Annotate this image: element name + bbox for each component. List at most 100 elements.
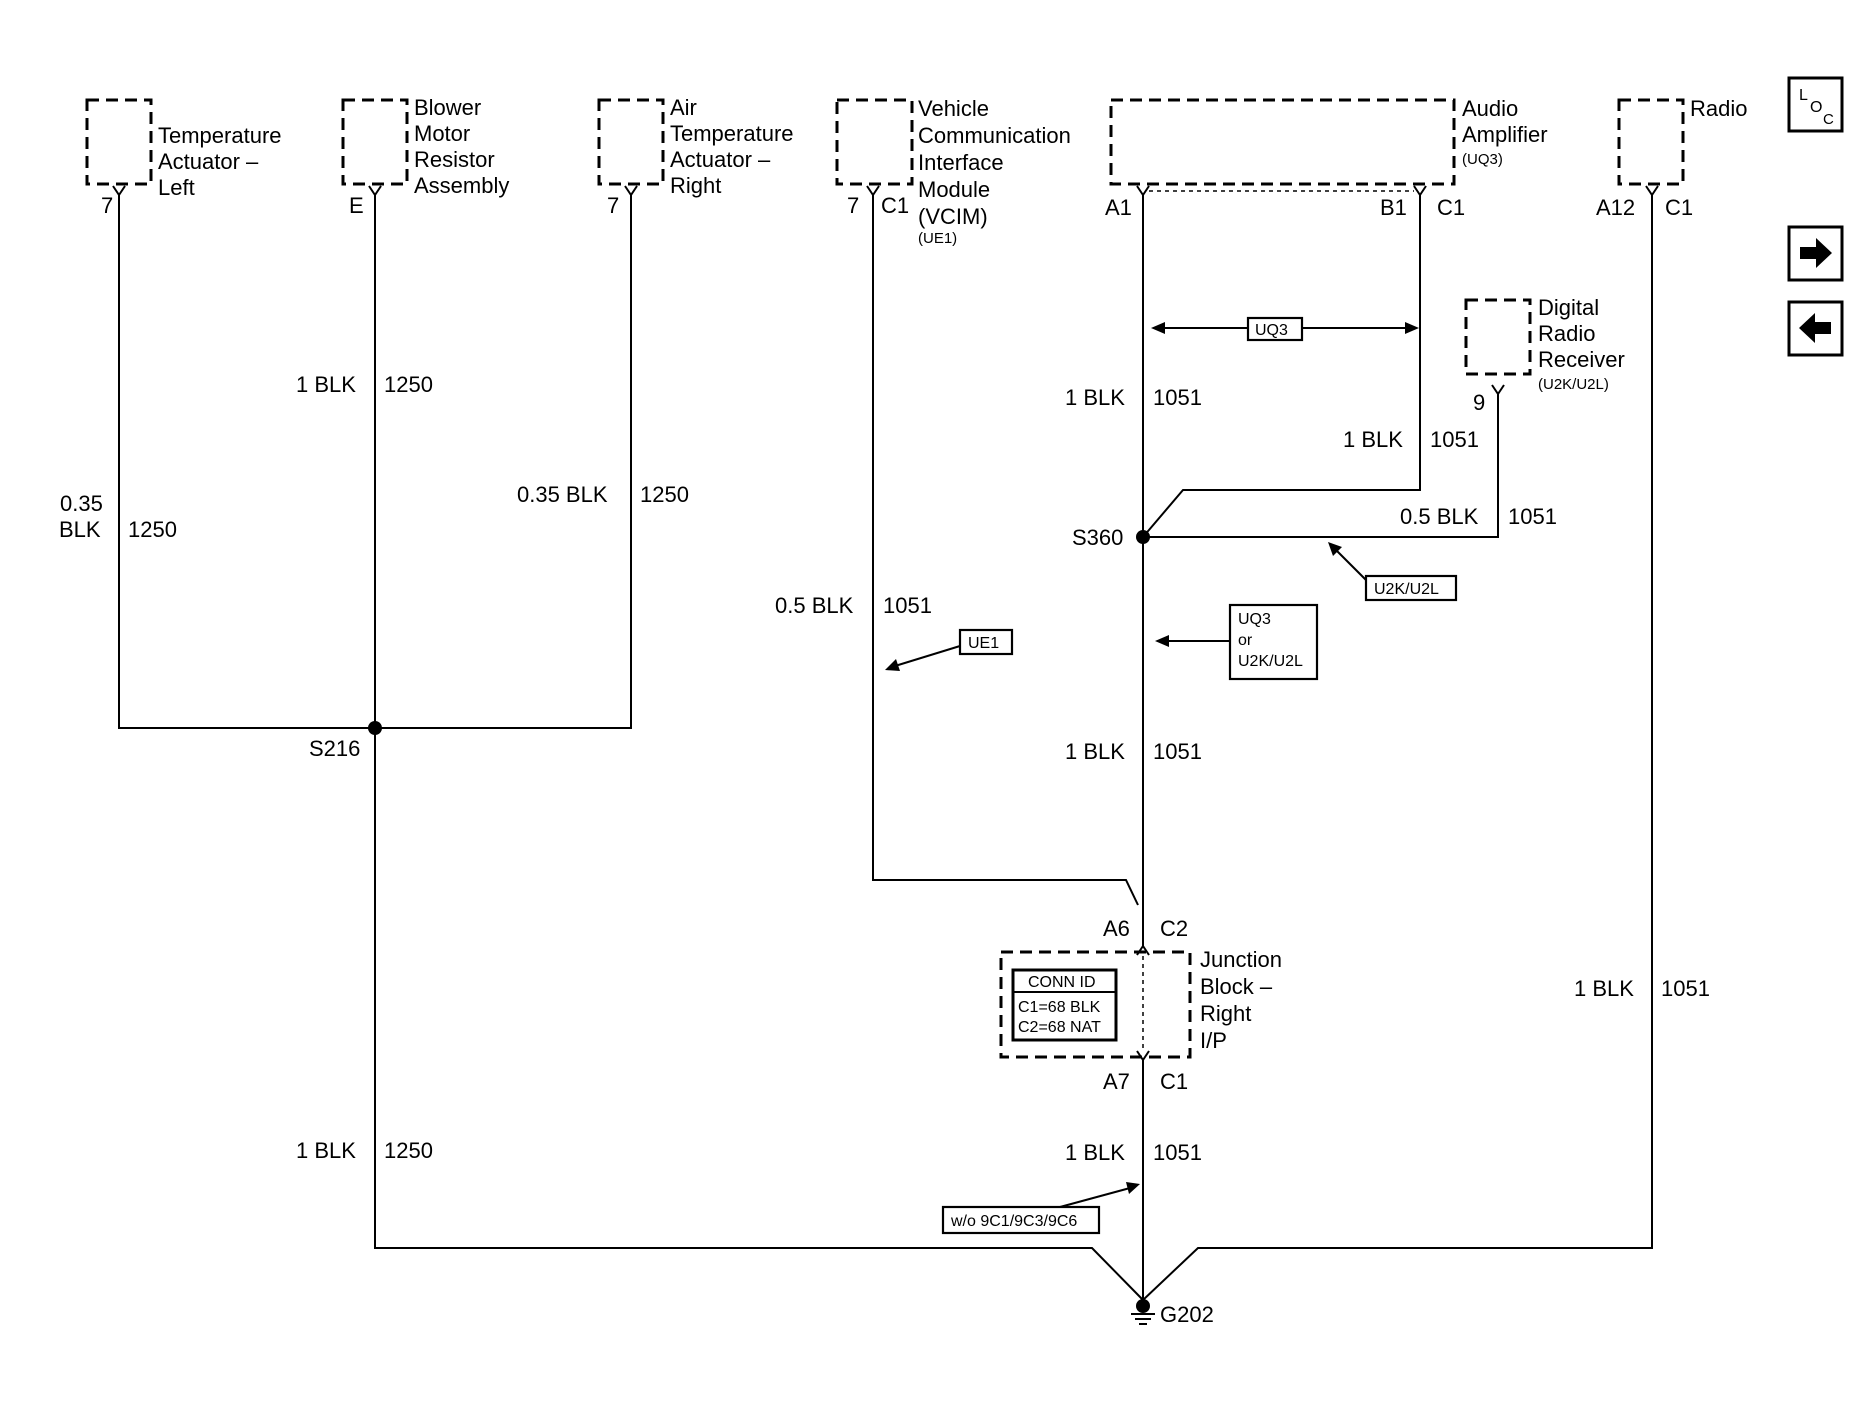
vehicle-communication-interface-module: 7 C1 Vehicle Communication Interface Mod…: [835, 96, 1071, 247]
option-tag-label: UQ3: [1238, 611, 1271, 628]
junction-block-right-ip: A6 C2 A7 C1 Junction Block – Right I/P C…: [999, 916, 1282, 1094]
wire-gauge-label: 0.35: [60, 491, 103, 516]
component-label: Radio: [1690, 96, 1747, 121]
component-label: (VCIM): [918, 204, 988, 229]
location-icon-o: O: [1810, 99, 1822, 116]
splice-s360-dot: [1136, 530, 1150, 544]
component-label: Air: [670, 95, 697, 120]
wire-gauge-label: 1 BLK: [1065, 1140, 1125, 1165]
ground-label: G202: [1160, 1302, 1214, 1327]
component-label: Block –: [1200, 974, 1273, 999]
wire-gauge-label: 1 BLK: [1574, 976, 1634, 1001]
digital-radio-receiver: 9 Digital Radio Receiver (U2K/U2L): [1464, 295, 1625, 415]
wire-gauge-label: BLK: [59, 517, 101, 542]
pin-label: 7: [607, 193, 619, 218]
connector-label: C2: [1160, 916, 1188, 941]
component-label: Amplifier: [1462, 122, 1548, 147]
pin-label: 7: [101, 193, 113, 218]
wire-circuit-label: 1051: [1508, 504, 1557, 529]
pin-label: A6: [1103, 916, 1130, 941]
component-label: Interface: [918, 150, 1004, 175]
component-label: Temperature: [670, 121, 794, 146]
wire-gauge-label: 0.35 BLK: [517, 482, 608, 507]
ue1-option-indicator: UE1: [885, 628, 1014, 671]
component-label: Motor: [414, 121, 470, 146]
forward-button[interactable]: [1787, 225, 1844, 282]
component-label: Communication: [918, 123, 1071, 148]
uq3-or-u2k-option-indicator: UQ3 or U2K/U2L: [1155, 603, 1319, 681]
component-label: Actuator –: [158, 149, 259, 174]
wire-gauge-label: 1 BLK: [296, 1138, 356, 1163]
component-label: Receiver: [1538, 347, 1625, 372]
option-tag-label: UQ3: [1255, 322, 1288, 339]
splice-s216-dot: [368, 721, 382, 735]
connector-label: C1: [1665, 195, 1693, 220]
wire-gauge-label: 1 BLK: [296, 372, 356, 397]
option-label: (UQ3): [1462, 151, 1503, 168]
pin-label: A1: [1105, 195, 1132, 220]
wire-circuit-label: 1051: [1430, 427, 1479, 452]
wire-circuit-label: 1250: [384, 1138, 433, 1163]
option-tag-label: UE1: [968, 635, 999, 652]
component-label: Digital: [1538, 295, 1599, 320]
wire-gauge-label: 1 BLK: [1065, 739, 1125, 764]
option-tag-label: U2K/U2L: [1374, 581, 1439, 598]
component-label: Vehicle: [918, 96, 989, 121]
option-label: (UE1): [918, 230, 957, 247]
wire-gauge-label: 0.5 BLK: [1400, 504, 1479, 529]
pin-label: 7: [847, 193, 859, 218]
component-label: Module: [918, 177, 990, 202]
component-label: Left: [158, 175, 195, 200]
ground-g202: G202: [1131, 1299, 1214, 1327]
location-icon-l: L: [1799, 87, 1808, 104]
conn-id-c1: C1=68 BLK: [1018, 999, 1101, 1016]
splice-s360-label: S360: [1072, 525, 1123, 550]
connector-id-table: CONN ID C1=68 BLK C2=68 NAT: [1011, 968, 1118, 1042]
uq3-option-indicator: UQ3: [1151, 316, 1419, 342]
u2k-option-indicator: U2K/U2L: [1328, 542, 1458, 602]
temperature-actuator-left: 7 Temperature Actuator – Left: [85, 98, 282, 218]
component-label: I/P: [1200, 1028, 1227, 1053]
pin-label: A12: [1596, 195, 1635, 220]
wire-gauge-label: 0.5 BLK: [775, 593, 854, 618]
pin-label: E: [349, 193, 364, 218]
component-label: Right: [670, 173, 721, 198]
air-temperature-actuator-right: 7 Air Temperature Actuator – Right: [597, 95, 794, 218]
wire-circuit-label: 1051: [883, 593, 932, 618]
conn-id-title: CONN ID: [1028, 974, 1096, 991]
wire-circuit-label: 1250: [128, 517, 177, 542]
pin-label: B1: [1380, 195, 1407, 220]
pin-label: 9: [1473, 390, 1485, 415]
connector-label: C1: [1437, 195, 1465, 220]
wire-circuit-label: 1051: [1153, 385, 1202, 410]
splice-s216-label: S216: [309, 736, 360, 761]
blower-motor-resistor-assembly: E Blower Motor Resistor Assembly: [341, 95, 509, 218]
without-option-indicator: w/o 9C1/9C3/9C6: [941, 1182, 1140, 1235]
component-label: Resistor: [414, 147, 495, 172]
wire-circuit-label: 1051: [1153, 739, 1202, 764]
wire-circuit-label: 1250: [640, 482, 689, 507]
component-label: Blower: [414, 95, 481, 120]
connector-label: C1: [881, 193, 909, 218]
wire-gauge-label: 1 BLK: [1343, 427, 1403, 452]
option-label: (U2K/U2L): [1538, 376, 1609, 393]
right-arrow-icon: [1800, 238, 1832, 268]
left-arrow-icon: [1799, 313, 1831, 343]
wire-gauge-label: 1 BLK: [1065, 385, 1125, 410]
component-label: Right: [1200, 1001, 1251, 1026]
audio-amplifier: A1 B1 C1 Audio Amplifier (UQ3): [1105, 96, 1548, 220]
wire-circuit-label: 1250: [384, 372, 433, 397]
component-label: Temperature: [158, 123, 282, 148]
component-label: Assembly: [414, 173, 509, 198]
option-tag-label: U2K/U2L: [1238, 653, 1303, 670]
connector-label: C1: [1160, 1069, 1188, 1094]
wire-circuit-1051: [872, 200, 1653, 1306]
wire-circuit-1250: [118, 200, 1144, 1301]
back-button[interactable]: [1787, 300, 1844, 357]
wire-circuit-label: 1051: [1153, 1140, 1202, 1165]
component-label: Junction: [1200, 947, 1282, 972]
pin-label: A7: [1103, 1069, 1130, 1094]
radio: A12 C1 Radio: [1596, 96, 1747, 220]
location-button[interactable]: L O C: [1787, 76, 1844, 133]
